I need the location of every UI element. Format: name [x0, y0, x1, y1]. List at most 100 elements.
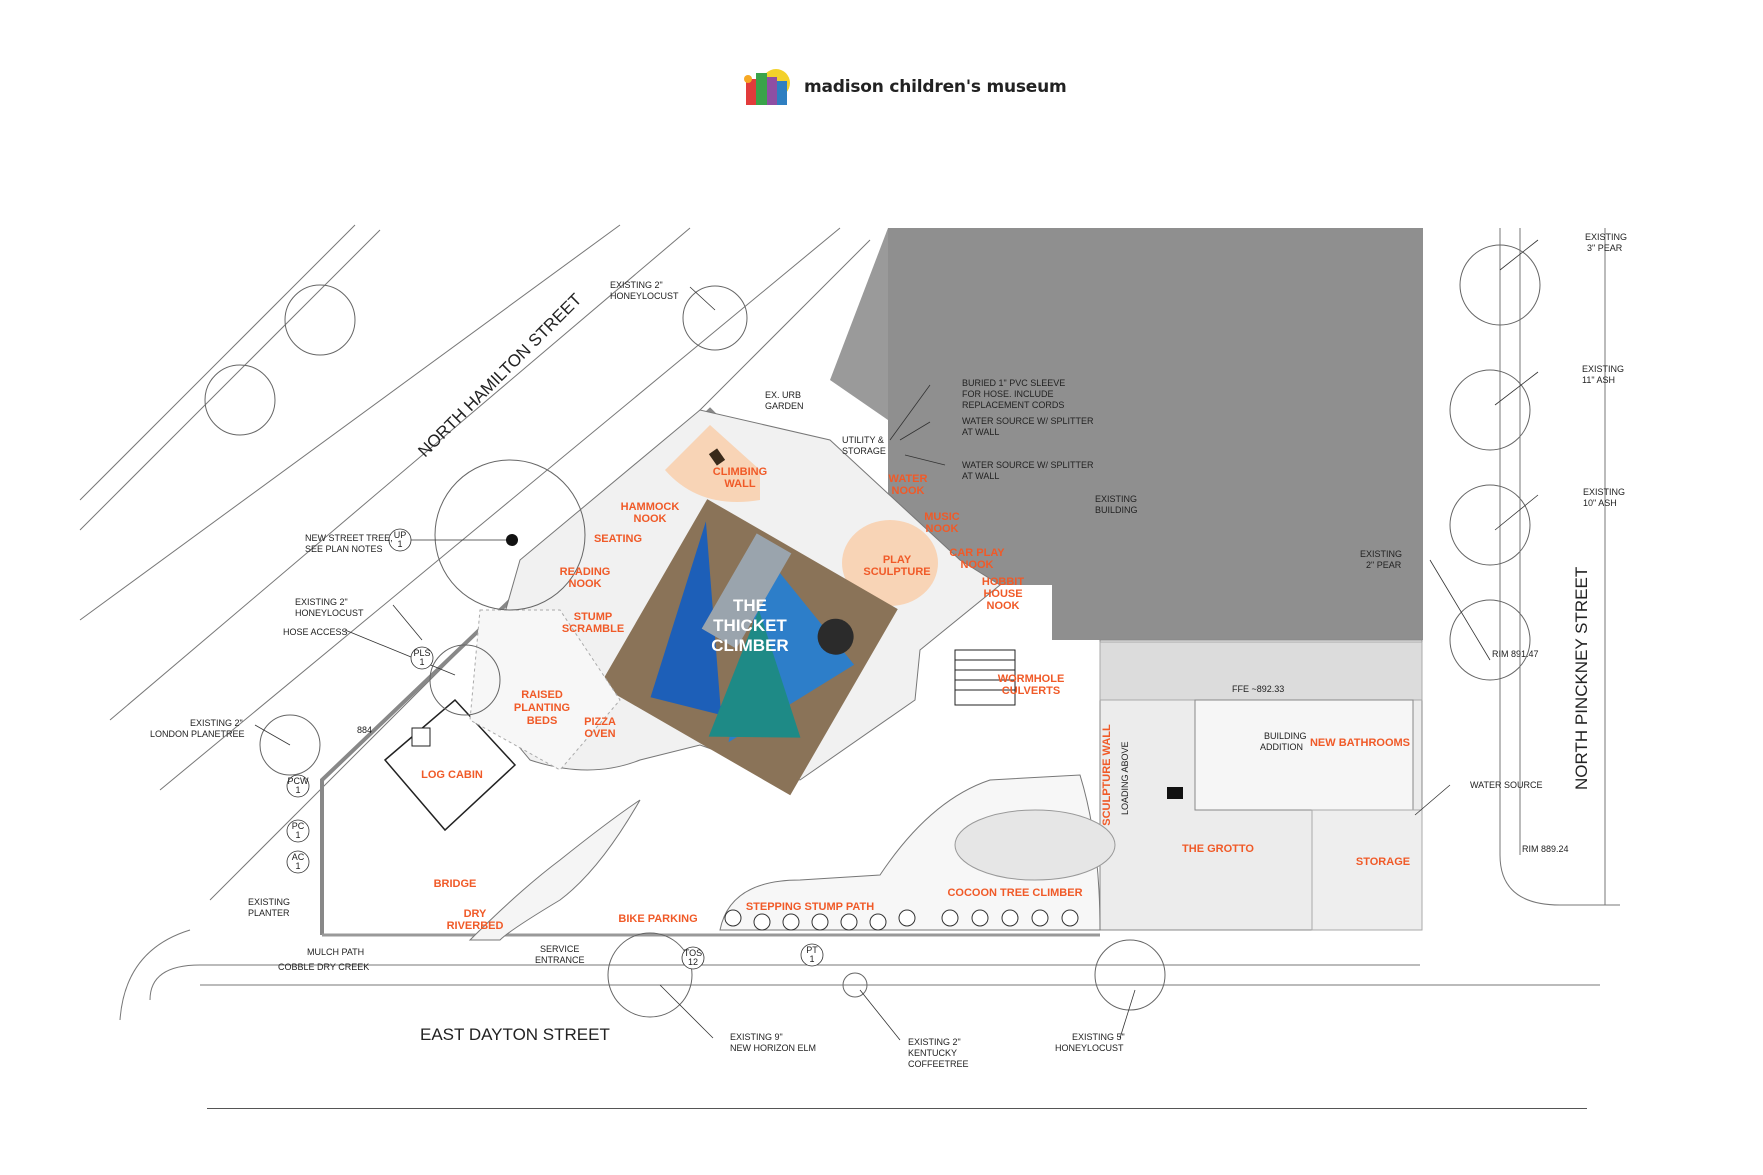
label-seating: SEATING: [594, 533, 642, 545]
label-sculpture-wall: SCULPTURE WALL: [1101, 724, 1113, 826]
label-cocoon-tree-climber: COCOON TREE CLIMBER: [947, 887, 1082, 899]
tag-texts: UP 1 PLS 1 PCW 1 PC 1 AC 1 TOS 12 PT 1: [288, 530, 819, 967]
hatch-marker: [708, 448, 726, 466]
tag-pc-num: 1: [295, 830, 300, 840]
tag-up-num: 1: [397, 539, 402, 549]
note-london-planetree: EXISTING 2"LONDON PLANETREE: [150, 718, 245, 739]
note-hose-access: HOSE ACCESS: [283, 627, 348, 637]
note-honeylocust-left: EXISTING 2"HONEYLOCUST: [295, 597, 364, 618]
tag-tos-num: 12: [688, 957, 698, 967]
north-pinckney-label: NORTH PINCKNEY STREET: [1572, 567, 1591, 790]
logo-building-purple: [767, 77, 777, 105]
thicket-climber-label: THE THICKET CLIMBER: [711, 596, 788, 655]
tag-pls: PLS: [413, 648, 430, 658]
label-bike-parking: BIKE PARKING: [618, 913, 697, 925]
play-sculpture-zone: [842, 520, 938, 606]
north-hamilton-label: NORTH HAMILTON STREET: [414, 290, 585, 461]
tree-honeylocust-bottom: [1094, 939, 1166, 1011]
label-log-cabin: LOG CABIN: [421, 769, 483, 781]
tree-honeylocust-left: [429, 644, 501, 716]
note-rim-1: RIM 891.47: [1492, 649, 1539, 659]
tag-pcw-num: 1: [295, 785, 300, 795]
tree-hamilton-1: [284, 284, 356, 356]
logo-building-green: [756, 73, 767, 105]
tag-tos: TOS: [684, 948, 702, 958]
planting-beds: [469, 609, 621, 771]
tag-bubbles: [286, 528, 824, 970]
label-the-grotto: THE GROTTO: [1182, 843, 1254, 855]
storage-block: [1311, 809, 1423, 931]
tree-ash-10: [1449, 484, 1531, 566]
note-cobble-dry-creek: COBBLE DRY CREEK: [278, 962, 369, 972]
note-honeylocust-top: EXISTING 2"HONEYLOCUST: [610, 280, 679, 301]
bottom-rule: [207, 1108, 1587, 1109]
note-utility-storage: UTILITY &STORAGE: [842, 435, 886, 456]
tree-ash-11: [1449, 369, 1531, 451]
thicket-line-1: THE: [733, 596, 767, 615]
existing-building: [888, 228, 1423, 640]
tag-pt-num: 1: [809, 954, 814, 964]
building-edge: [830, 228, 888, 420]
note-elev-884: 884: [357, 725, 372, 735]
tag-pcw: PCW: [288, 776, 310, 786]
tree-hamilton-2: [204, 364, 276, 436]
note-honeylocust-bottom: EXISTING 5"HONEYLOCUST: [1055, 1032, 1125, 1053]
tree-honeylocust-top: [682, 285, 748, 351]
drain-marker: [1167, 787, 1183, 799]
note-new-street-tree: NEW STREET TREE,SEE PLAN NOTES: [305, 533, 393, 554]
logo-building-red: [746, 79, 756, 105]
tag-pc: PC: [292, 821, 305, 831]
museum-logo: madison children's museum: [740, 62, 1067, 112]
cabin-chimney: [411, 727, 431, 747]
new-street-tree-dot: [506, 534, 518, 546]
logo-text: madison children's museum: [804, 77, 1067, 97]
tree-elm: [607, 932, 693, 1018]
label-stepping-stump-path: STEPPING STUMP PATH: [746, 901, 874, 913]
note-loading-above: LOADING ABOVE: [1120, 741, 1130, 815]
pinckney-street-lines: [1499, 228, 1620, 906]
note-ffe: FFE ~892.33: [1232, 684, 1284, 694]
note-mulch-path: MULCH PATH: [307, 947, 364, 957]
south-path: [468, 799, 641, 941]
tag-ac-num: 1: [295, 861, 300, 871]
east-dayton-label: EAST DAYTON STREET: [420, 1025, 610, 1044]
stepping-stumps: [724, 909, 1079, 931]
label-bridge: BRIDGE: [434, 878, 477, 890]
label-new-bathrooms: NEW BATHROOMS: [1310, 737, 1410, 749]
wormhole-stairs: [954, 649, 1016, 706]
existing-trees: [204, 244, 1541, 1018]
tree-planetree: [259, 714, 321, 776]
thicket-line-3: CLIMBER: [711, 636, 788, 655]
tag-ac: AC: [292, 852, 305, 862]
note-water-source-right: WATER SOURCE: [1470, 780, 1543, 790]
